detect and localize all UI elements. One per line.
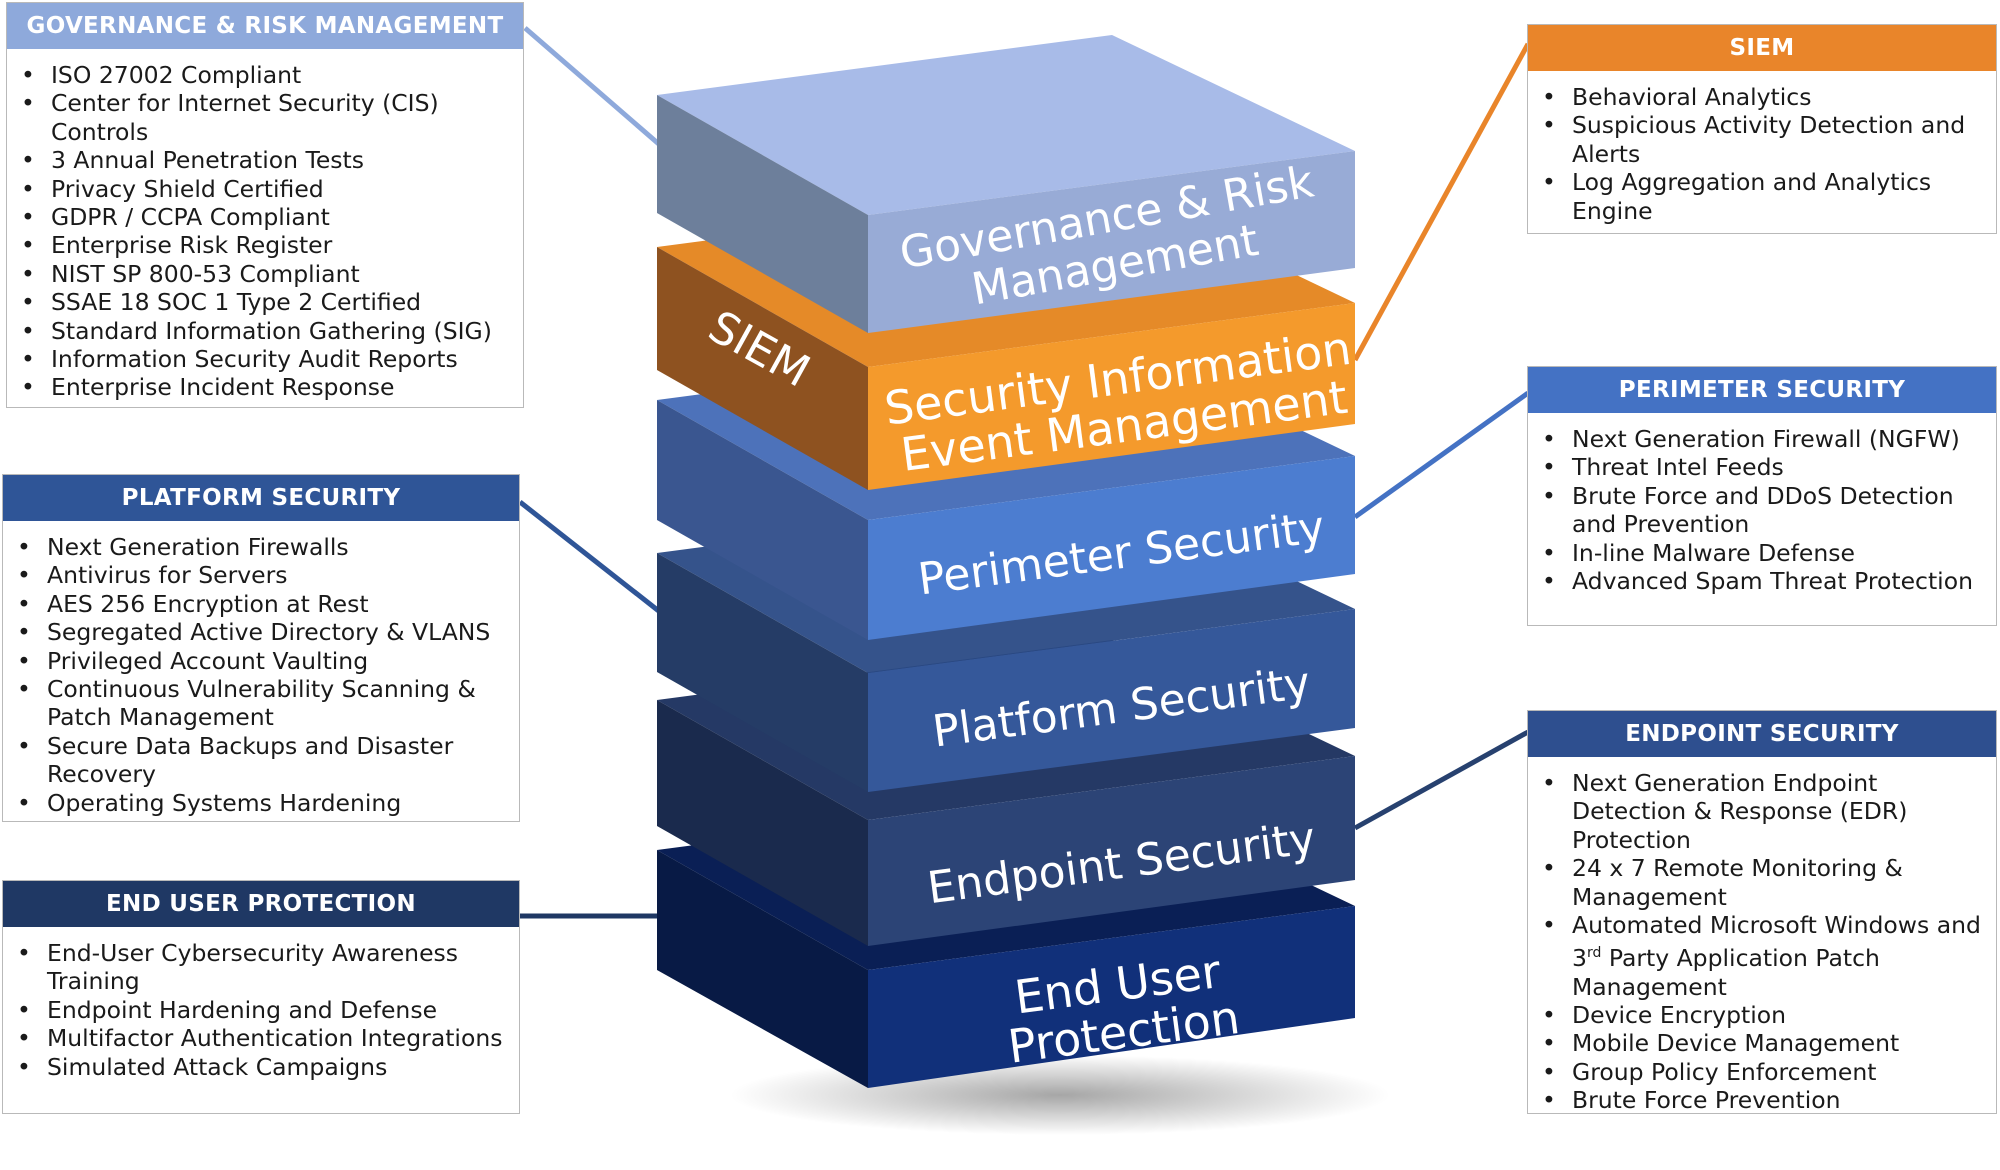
list-item: Log Aggregation and Analytics Engine (1542, 168, 1986, 225)
list-item: Secure Data Backups and Disaster Recover… (17, 732, 509, 789)
panel-perimeter-title: PERIMETER SECURITY (1528, 367, 1996, 413)
list-item: Privileged Account Vaulting (17, 647, 509, 676)
list-item: Advanced Spam Threat Protection (1542, 567, 1986, 596)
list-item: Brute Force Prevention (1542, 1086, 1986, 1115)
list-item: Antivirus for Servers (17, 561, 509, 590)
list-item: Brute Force and DDoS Detection and Preve… (1542, 482, 1986, 539)
layer-perimeter-front (868, 456, 1355, 640)
panel-platform-title: PLATFORM SECURITY (3, 475, 519, 521)
panel-endpoint: ENDPOINT SECURITY Next Generation Endpoi… (1527, 710, 1997, 1115)
panel-endpoint-title: ENDPOINT SECURITY (1528, 711, 1996, 757)
connector-governance (523, 26, 670, 154)
list-item: Group Policy Enforcement (1542, 1058, 1986, 1087)
panel-siem-title: SIEM (1528, 25, 1996, 71)
list-item: Automated Microsoft Windows and 3rd Part… (1542, 911, 1986, 1001)
list-item: Next Generation Endpoint Detection & Res… (1542, 769, 1986, 854)
list-item: Operating Systems Hardening (17, 789, 509, 818)
layer-platform-front (868, 609, 1355, 792)
connector-siem (1352, 42, 1531, 362)
connector-endpoint (1353, 729, 1530, 831)
list-item: Next Generation Firewalls (17, 533, 509, 562)
layer-governance-left (657, 95, 868, 333)
list-item: Multifactor Authentication Integrations (17, 1024, 509, 1053)
list-item: In-line Malware Defense (1542, 539, 1986, 568)
layer-endpoint-front (868, 756, 1355, 946)
list-item: 3 Annual Penetration Tests (21, 146, 513, 175)
connector-perimeter (1353, 390, 1530, 520)
panel-siem-list: Behavioral AnalyticsSuspicious Activity … (1528, 71, 1996, 233)
connector-platform (518, 500, 662, 614)
panel-governance-title: GOVERNANCE & RISK MANAGEMENT (7, 3, 523, 49)
list-item: GDPR / CCPA Compliant (21, 203, 513, 232)
list-item: Endpoint Hardening and Defense (17, 996, 509, 1025)
layer-siem-left (657, 247, 868, 490)
list-item: Center for Internet Security (CIS) Contr… (21, 89, 513, 146)
list-item: Behavioral Analytics (1542, 83, 1986, 112)
panel-governance-list: ISO 27002 CompliantCenter for Internet S… (7, 49, 523, 410)
list-item: ISO 27002 Compliant (21, 61, 513, 90)
list-item: AES 256 Encryption at Rest (17, 590, 509, 619)
panel-enduser-title: END USER PROTECTION (3, 881, 519, 927)
layer-governance-front (868, 151, 1355, 333)
list-item: Mobile Device Management (1542, 1029, 1986, 1058)
list-item: Enterprise Incident Response (21, 373, 513, 402)
panel-siem: SIEM Behavioral AnalyticsSuspicious Acti… (1527, 24, 1997, 234)
layer-perimeter-left (657, 400, 868, 640)
list-item: Simulated Attack Campaigns (17, 1053, 509, 1082)
panel-enduser: END USER PROTECTION End-User Cybersecuri… (2, 880, 520, 1114)
panel-governance: GOVERNANCE & RISK MANAGEMENT ISO 27002 C… (6, 2, 524, 408)
list-item: Device Encryption (1542, 1001, 1986, 1030)
list-item: SSAE 18 SOC 1 Type 2 Certified (21, 288, 513, 317)
list-item: Next Generation Firewall (NGFW) (1542, 425, 1986, 454)
panel-endpoint-list: Next Generation Endpoint Detection & Res… (1528, 757, 1996, 1123)
list-item: NIST SP 800-53 Compliant (21, 260, 513, 289)
list-item: End-User Cybersecurity Awareness Trainin… (17, 939, 509, 996)
list-item: Threat Intel Feeds (1542, 453, 1986, 482)
layer-governance: Governance & Risk Management (657, 35, 1355, 333)
panel-platform: PLATFORM SECURITY Next Generation Firewa… (2, 474, 520, 822)
list-item: 24 x 7 Remote Monitoring & Management (1542, 854, 1986, 911)
panel-perimeter: PERIMETER SECURITY Next Generation Firew… (1527, 366, 1997, 626)
layer-platform-left (657, 553, 868, 792)
list-item: Enterprise Risk Register (21, 231, 513, 260)
list-item: Segregated Active Directory & VLANS (17, 618, 509, 647)
layer-enduser-front (868, 906, 1355, 1088)
list-item: Privacy Shield Certified (21, 175, 513, 204)
list-item: Standard Information Gathering (SIG) (21, 317, 513, 346)
layer-enduser-left (657, 850, 868, 1088)
layer-siem-front (868, 303, 1355, 490)
panel-platform-list: Next Generation FirewallsAntivirus for S… (3, 521, 519, 825)
list-item: Suspicious Activity Detection and Alerts (1542, 111, 1986, 168)
list-item: Continuous Vulnerability Scanning & Patc… (17, 675, 509, 732)
panel-perimeter-list: Next Generation Firewall (NGFW)Threat In… (1528, 413, 1996, 603)
list-item: Information Security Audit Reports (21, 345, 513, 374)
layer-endpoint-left (657, 700, 868, 946)
layer-governance-top (657, 35, 1355, 215)
panel-enduser-list: End-User Cybersecurity Awareness Trainin… (3, 927, 519, 1089)
